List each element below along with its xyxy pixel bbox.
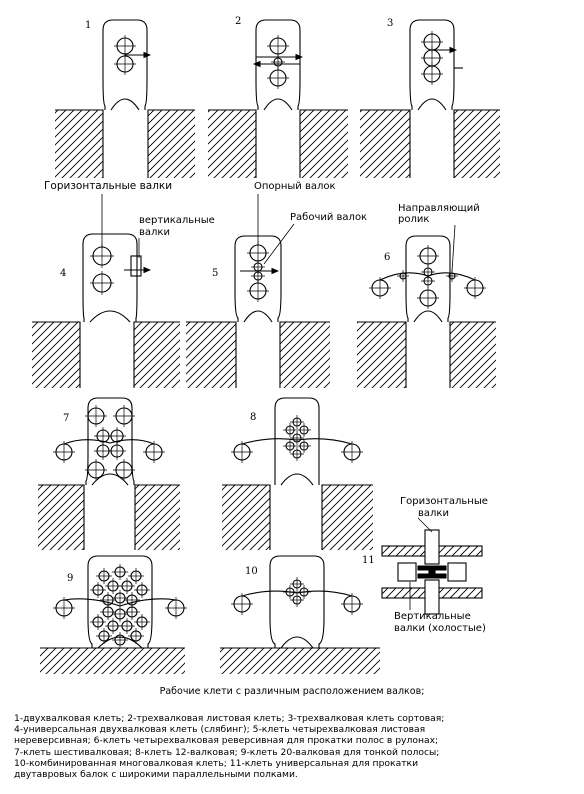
label-vertical-rolls-11-line2: валки (холостые) xyxy=(394,623,486,634)
foundation-outline xyxy=(357,321,496,388)
stand-4-frame xyxy=(82,233,138,322)
stand-9-foundation xyxy=(40,648,185,674)
figure-caption: Рабочие клети с различным расположением … xyxy=(159,686,425,697)
foundation-outline xyxy=(360,109,500,178)
stand-number-3: 3 xyxy=(387,18,394,29)
stand-6-foundation xyxy=(357,322,406,388)
stand-8-foundation xyxy=(222,485,270,550)
stand-9-frame xyxy=(87,555,153,648)
legend-line: 1-двухвалковая клеть; 2-трехвалковая лис… xyxy=(14,713,445,724)
label-backup-roll: Опорный валок xyxy=(254,181,336,192)
stand-11-lower-horizontal-roll xyxy=(424,579,440,615)
stand-arch xyxy=(263,98,293,111)
stand-1-frame xyxy=(102,19,148,110)
stand-11-upper-horizontal-roll xyxy=(424,529,440,565)
stand-7-strip xyxy=(63,439,155,445)
stand-3-foundation xyxy=(360,110,410,178)
foundation-outline xyxy=(208,109,348,178)
stand-8-foundation xyxy=(322,485,373,550)
stand-5-foundation xyxy=(280,322,330,388)
label-vertical-rolls-line2: валки xyxy=(139,227,170,238)
label-horizontal-rolls-11-line1: Горизонтальные xyxy=(400,496,488,507)
stand-arch xyxy=(280,636,314,649)
stand-2-foundation xyxy=(208,110,256,178)
stand-6-strip xyxy=(379,272,476,281)
stand-1-foundation xyxy=(55,110,103,178)
stand-8-frame xyxy=(274,397,320,485)
stand-number-8: 8 xyxy=(250,412,257,423)
stand-6-foundation xyxy=(450,322,496,388)
label-horizontal-rolls-11-line2: валки xyxy=(418,508,449,519)
stand-11-left-vertical-roll xyxy=(397,562,417,582)
label-vertical-rolls-11-line1: Вертикальные xyxy=(394,611,471,622)
legend-line: нереверсивная; 6-клеть четырехвалковая р… xyxy=(14,735,439,747)
stand-number-10: 10 xyxy=(245,566,258,577)
stand-6-frame xyxy=(405,235,451,322)
foundation-outline xyxy=(32,321,180,388)
stand-11-right-vertical-roll xyxy=(447,562,467,582)
label-guide-roller-line2: ролик xyxy=(398,214,430,225)
stand-1-foundation xyxy=(148,110,195,178)
stand-8-strip xyxy=(241,438,353,445)
legend-line: 4-универсальная двухвалковая клеть (сляб… xyxy=(14,724,426,736)
legend-line: 10-комбинированная многовалковая клеть; … xyxy=(14,757,419,769)
legend-line: 7-клеть шестивалковая; 8-клеть 12-валков… xyxy=(14,746,440,758)
stand-number-7: 7 xyxy=(63,413,70,424)
leader-line xyxy=(417,517,433,533)
stand-arch xyxy=(91,473,129,486)
stand-arch xyxy=(243,310,273,323)
stand-4-foundation xyxy=(32,322,80,388)
stand-number-9: 9 xyxy=(67,573,74,584)
stand-arch xyxy=(110,98,140,111)
stand-10-strip xyxy=(241,590,353,597)
stand-11-i-beam xyxy=(417,565,447,579)
label-work-roll: Рабочий валок xyxy=(290,212,368,223)
stand-arch xyxy=(417,98,447,111)
stand-arch xyxy=(413,310,443,323)
stand-3-foundation xyxy=(454,110,500,178)
stand-number-11: 11 xyxy=(362,555,375,566)
stand-7-foundation xyxy=(135,485,180,550)
leader-line xyxy=(263,223,295,265)
stand-number-6: 6 xyxy=(384,252,391,263)
stand-number-4: 4 xyxy=(60,268,67,279)
stand-2-foundation xyxy=(300,110,348,178)
stand-arch xyxy=(89,310,131,323)
stand-10-frame xyxy=(269,555,325,648)
stand-number-2: 2 xyxy=(235,16,242,27)
stand-7-foundation xyxy=(38,485,84,550)
foundation-outline xyxy=(55,109,195,178)
stand-10-foundation xyxy=(220,648,380,674)
stand-2-frame xyxy=(255,19,301,110)
stand-number-5: 5 xyxy=(212,268,219,279)
stand-9-strip xyxy=(63,598,177,607)
label-vertical-rolls-line1: вертикальные xyxy=(139,215,215,226)
stand-5-foundation xyxy=(186,322,236,388)
stand-arch xyxy=(280,473,314,486)
foundation-outline xyxy=(38,484,180,550)
foundation-outline xyxy=(222,484,373,550)
legend-line: двутавровых балок с широкими параллельны… xyxy=(14,769,298,781)
legend: 1-двухвалковая клеть; 2-трехвалковая лис… xyxy=(14,713,580,780)
stand-7-frame xyxy=(85,397,135,485)
stand-5-frame xyxy=(234,235,282,322)
label-guide-roller-line1: Направляющий xyxy=(398,203,480,214)
label-horizontal-rolls: Горизонтальные валки xyxy=(44,180,173,192)
stand-3-frame xyxy=(409,19,455,110)
leader-line xyxy=(451,224,456,273)
stand-4-foundation xyxy=(134,322,180,388)
stand-4-vertical-roll xyxy=(130,255,142,277)
stand-number-1: 1 xyxy=(85,20,92,31)
foundation-outline xyxy=(186,321,330,388)
